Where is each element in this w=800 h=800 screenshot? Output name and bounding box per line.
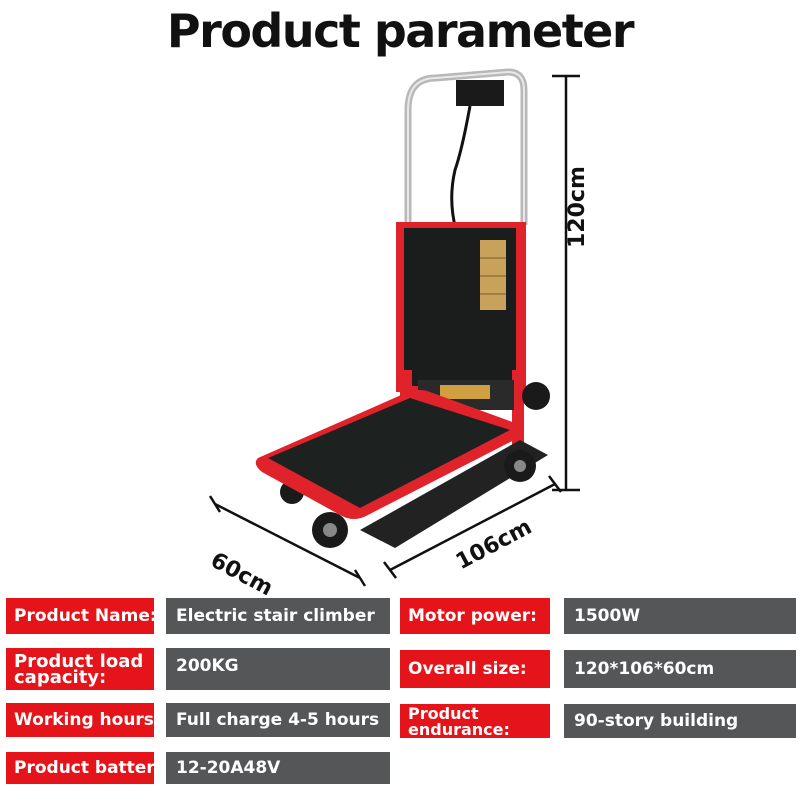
- working-hours-label: Working hours:: [6, 703, 154, 737]
- load-capacity-value: 200KG: [166, 648, 390, 690]
- load-capacity-label: Product load capacity:: [6, 648, 154, 690]
- motor-power-label: Motor power:: [400, 598, 550, 634]
- endurance-label: Product endurance:: [400, 704, 550, 738]
- product-name-label: Product Name:: [6, 598, 154, 634]
- overall-size-value: 120*106*60cm: [564, 650, 796, 688]
- endurance-value: 90-story building: [564, 704, 796, 738]
- battery-label: Product battery:: [6, 752, 154, 784]
- working-hours-value: Full charge 4-5 hours: [166, 703, 390, 737]
- product-image: [208, 68, 580, 587]
- battery-value: 12-20A48V: [166, 752, 390, 784]
- product-name-value: Electric stair climber: [166, 598, 390, 634]
- motor-power-value: 1500W: [564, 598, 796, 634]
- height-dimension-label: 120cm: [565, 166, 590, 248]
- page-title: Product parameter: [166, 4, 635, 58]
- overall-size-label: Overall size:: [400, 650, 550, 688]
